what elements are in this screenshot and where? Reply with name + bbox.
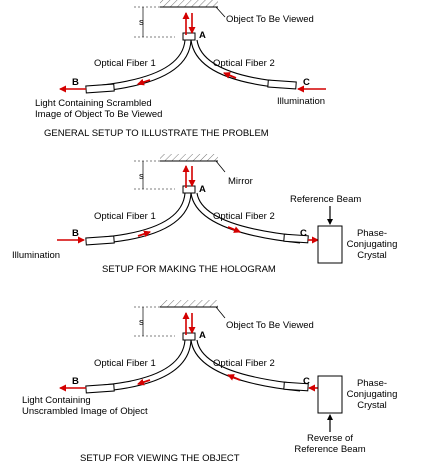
fiber1-flow-arrow [137,378,151,386]
fiber1-end [85,83,115,94]
fiber2-outer [190,339,301,392]
object-label: Object To Be Viewed [226,14,314,25]
right-caption: Illumination [277,96,325,107]
fiber2-flow-arrow [223,72,237,79]
reverse-beam-label-line1: Reverse of [307,433,353,444]
s-label: s [139,317,144,328]
s-label: s [139,17,144,28]
b-label: B [72,77,79,88]
fiber2-label: Optical Fiber 2 [213,211,275,222]
reverse-beam-label-line2: Reference Beam [294,444,365,455]
object-surface-hatch [160,300,218,307]
reference-beam-label: Reference Beam [290,194,361,205]
panel-general-setup: Object To Be Viewed s A Optical Fiber 1 … [35,0,326,139]
fiber2-outer [190,192,301,244]
point-a-label: A [199,184,206,195]
fiber2-flow-arrow [227,374,241,381]
fiber1-flow-arrow [137,230,151,238]
fiber1-label: Optical Fiber 1 [94,358,156,369]
fiber2-inner [196,339,301,385]
left-caption-line1: Light Containing [22,395,91,406]
c-label: C [303,77,310,88]
crystal-label-line3: Crystal [357,400,387,411]
crystal-box [317,225,343,264]
s-label: s [139,171,144,182]
c-label: C [303,376,310,387]
fiber2-outer [190,39,285,89]
fiber1-flow-arrow [137,78,151,86]
panel-making-hologram: Mirror s A Optical Fiber 1 Optical Fiber… [12,154,397,275]
mirror-label: Mirror [228,176,253,187]
fiber1-end [85,235,115,246]
fiber2-flow-arrow [227,226,241,233]
crystal-box [317,375,343,414]
b-label: B [72,228,79,239]
crystal-label-line2: Conjugating [347,239,398,250]
fiber-tip [182,185,196,194]
fiber-tip [182,332,196,341]
crystal-label-line1: Phase- [357,378,387,389]
panel2-title: SETUP FOR MAKING THE HOLOGRAM [102,264,276,275]
fiber1-end [85,383,115,394]
fiber2-label: Optical Fiber 2 [213,358,275,369]
b-label: B [72,376,79,387]
fiber2-end [267,79,297,90]
panel1-title: GENERAL SETUP TO ILLUSTRATE THE PROBLEM [44,128,269,139]
object-surface-hatch [160,0,218,7]
point-a-label: A [199,330,206,341]
c-label: C [300,228,307,239]
fiber2-inner [196,192,301,237]
crystal-label-line3: Crystal [357,250,387,261]
panel-viewing-object: Object To Be Viewed s A Optical Fiber 1 … [22,300,397,464]
panel3-title: SETUP FOR VIEWING THE OBJECT [80,453,240,464]
object-leader-line [215,306,226,319]
point-a-label: A [199,30,206,41]
fiber2-inner [196,39,285,83]
crystal-label-line1: Phase- [357,228,387,239]
fiber-tip [182,32,196,41]
mirror-hatch [160,154,218,161]
crystal-label-line2: Conjugating [347,389,398,400]
object-leader-line [215,6,226,18]
object-label: Object To Be Viewed [226,320,314,331]
left-caption-line1: Light Containing Scrambled [35,98,152,109]
left-caption-line2: Image of Object To Be Viewed [35,109,162,120]
fiber1-label: Optical Fiber 1 [94,211,156,222]
left-caption: Illumination [12,250,60,261]
mirror-leader-line [215,160,226,173]
fiber2-label: Optical Fiber 2 [213,58,275,69]
fiber1-label: Optical Fiber 1 [94,58,156,69]
left-caption-line2: Unscrambled Image of Object [22,406,148,417]
